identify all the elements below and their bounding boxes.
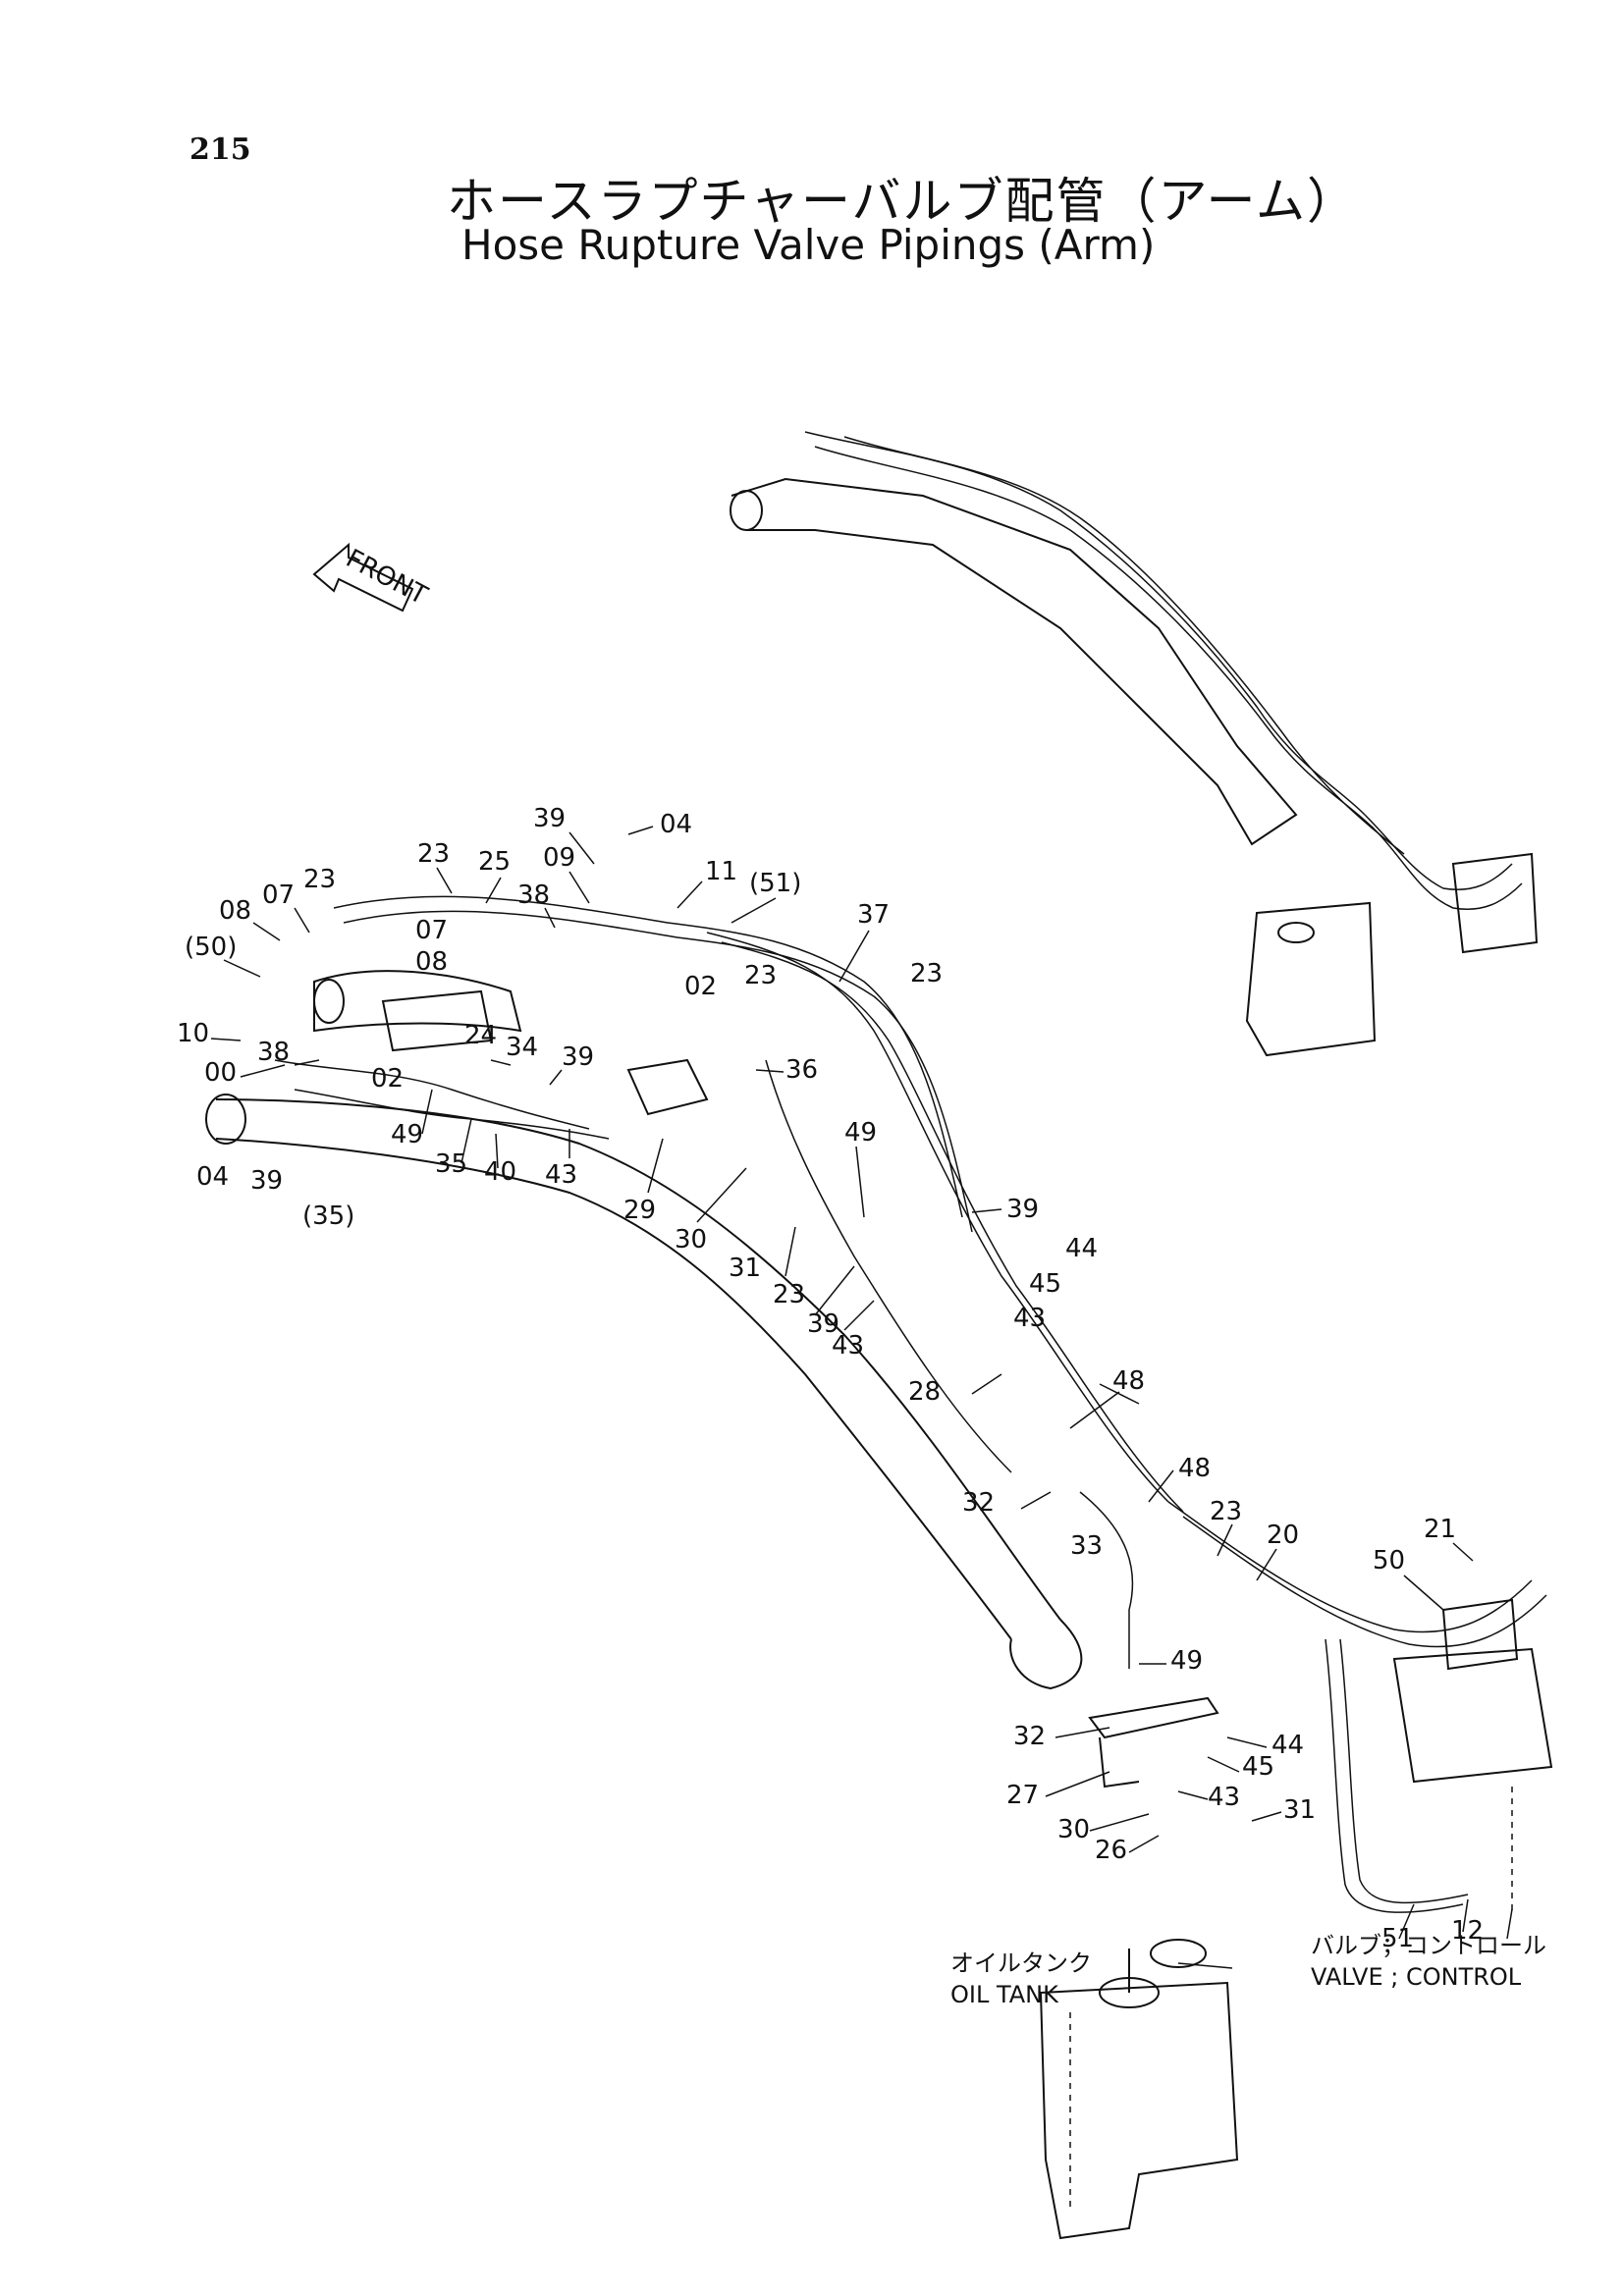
- arm-body: [205, 970, 1083, 1690]
- front-arrow: FRONT: [312, 542, 432, 613]
- part-label: 39: [250, 1166, 283, 1196]
- part-label: (35): [302, 1201, 354, 1231]
- part-label: 43: [545, 1160, 577, 1190]
- arm-overview: [730, 431, 1539, 1057]
- part-label: 40: [484, 1157, 516, 1187]
- part-label: 08: [415, 947, 448, 977]
- part-label: 44: [1065, 1234, 1098, 1263]
- control-valve: [1392, 1598, 1553, 1914]
- part-label: 45: [1029, 1269, 1061, 1299]
- part-label: 27: [1006, 1781, 1039, 1810]
- control-valve-label-ja: バルブ；コントロール: [1311, 1932, 1546, 1959]
- oil-tank-label-ja: オイルタンク: [950, 1949, 1092, 1977]
- part-label: 09: [543, 843, 575, 873]
- part-label: 30: [1057, 1815, 1090, 1844]
- leader-lines: [210, 826, 1513, 1969]
- part-label: 23: [1210, 1497, 1242, 1526]
- part-label: 38: [517, 881, 550, 910]
- part-label: (51): [749, 869, 801, 898]
- part-label: 20: [1267, 1521, 1299, 1550]
- part-label: 24: [464, 1021, 497, 1050]
- part-label: 07: [415, 916, 448, 945]
- part-label: 12: [1451, 1916, 1484, 1946]
- part-label: 11: [705, 857, 737, 886]
- part-label: 44: [1271, 1731, 1304, 1760]
- part-label: 31: [729, 1254, 761, 1283]
- part-label: 02: [684, 972, 717, 1001]
- part-label: 49: [1170, 1646, 1203, 1676]
- part-label: 32: [962, 1488, 995, 1518]
- part-label: (50): [185, 933, 237, 962]
- part-label: 00: [204, 1058, 237, 1088]
- part-label: 25: [478, 847, 511, 877]
- oil-tank: [1039, 1939, 1239, 2240]
- notes: オイルタンク OIL TANK バルブ；コントロール VALVE ; CONTR…: [950, 1932, 1546, 2008]
- part-label: 35: [435, 1149, 467, 1179]
- part-label: 32: [1013, 1722, 1046, 1751]
- part-label: 23: [773, 1280, 805, 1309]
- part-label: 23: [744, 961, 777, 990]
- part-label: 36: [785, 1055, 818, 1085]
- bracket: [1088, 1696, 1219, 1789]
- part-label: 50: [1373, 1546, 1405, 1575]
- part-label: 31: [1283, 1795, 1316, 1825]
- part-label: 04: [196, 1162, 229, 1192]
- oil-tank-label-en: OIL TANK: [950, 1981, 1059, 2008]
- hoses: [274, 895, 1547, 1913]
- part-label: 48: [1178, 1454, 1211, 1483]
- part-label: 29: [623, 1196, 656, 1225]
- part-label: 10: [177, 1019, 209, 1048]
- part-label: 43: [1208, 1783, 1240, 1812]
- part-label: 39: [562, 1042, 594, 1072]
- part-label: 39: [807, 1309, 839, 1339]
- part-label: 23: [417, 839, 450, 869]
- part-label: 33: [1070, 1531, 1103, 1561]
- part-label: 43: [832, 1331, 864, 1361]
- part-label: 45: [1242, 1752, 1274, 1782]
- part-label: 34: [506, 1033, 538, 1062]
- part-label: 30: [675, 1225, 707, 1255]
- part-labels: 39 04 23 25 09 38 11 (51) 37 07 08 23 07…: [177, 804, 1484, 1953]
- control-valve-label-en: VALVE ; CONTROL: [1311, 1963, 1522, 1991]
- part-label: 37: [857, 900, 890, 930]
- title-english: Hose Rupture Valve Pipings (Arm): [461, 221, 1156, 269]
- part-label: 26: [1095, 1836, 1127, 1865]
- part-label: 02: [371, 1064, 404, 1094]
- part-label: 28: [908, 1377, 941, 1407]
- part-label: 38: [257, 1038, 290, 1067]
- part-label: 49: [844, 1118, 877, 1148]
- part-label: 04: [660, 810, 692, 839]
- title-japanese: ホースラプチャーバルブ配管（アーム）: [447, 173, 1358, 230]
- part-label: 48: [1112, 1366, 1145, 1396]
- page-number: 215: [189, 133, 251, 167]
- part-label: 39: [533, 804, 566, 833]
- front-arrow-label: FRONT: [341, 544, 432, 611]
- part-label: 49: [391, 1120, 423, 1149]
- part-label: 23: [303, 865, 336, 894]
- part-label: 23: [910, 959, 943, 988]
- part-label: 08: [219, 896, 251, 926]
- part-label: 07: [262, 881, 295, 910]
- part-label: 21: [1424, 1515, 1456, 1544]
- part-label: 39: [1006, 1195, 1039, 1224]
- part-label: 43: [1013, 1304, 1046, 1333]
- part-label: 51: [1381, 1924, 1414, 1953]
